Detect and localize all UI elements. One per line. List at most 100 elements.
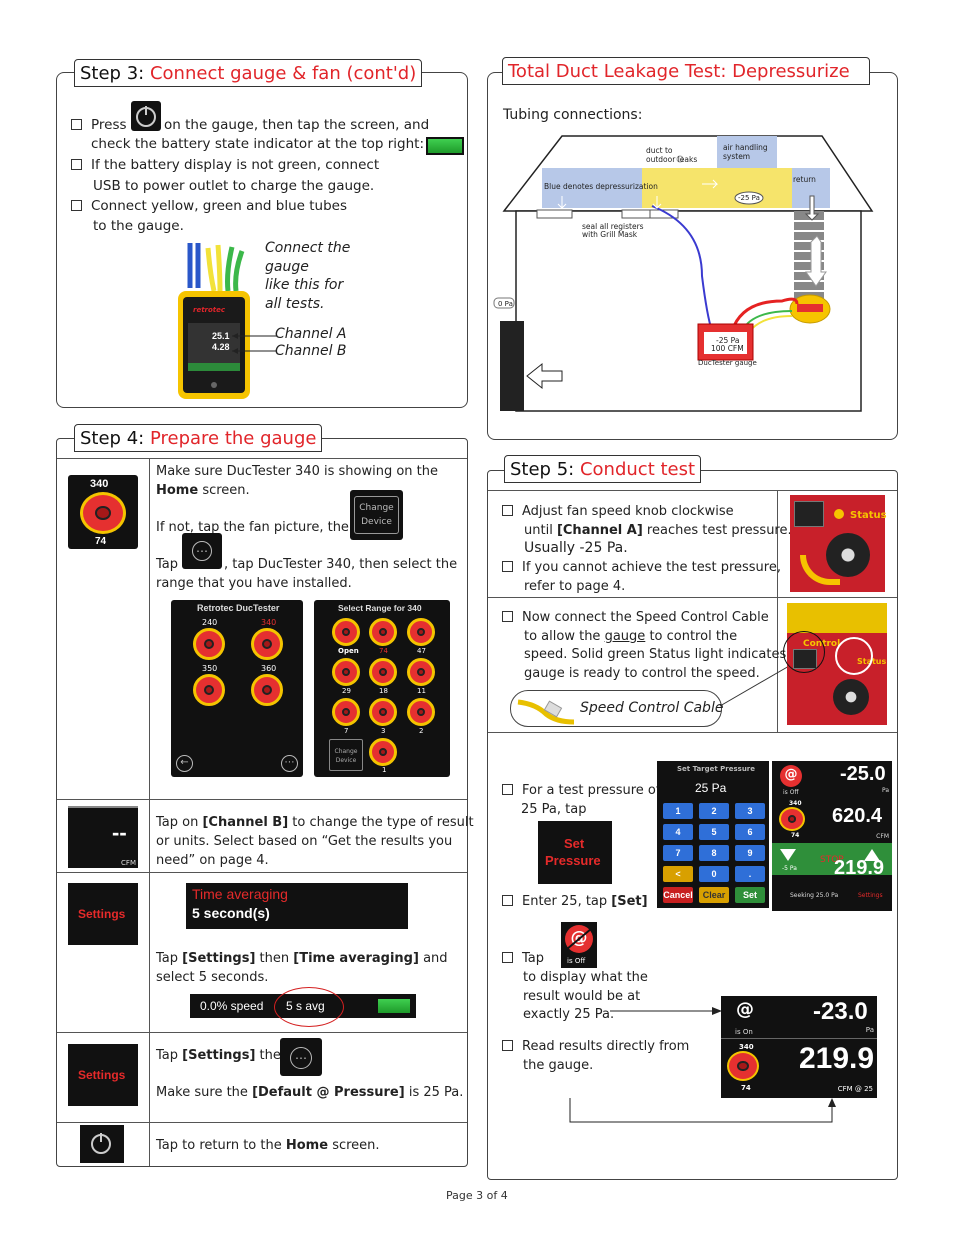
diagram-label: duct to (646, 146, 673, 155)
diagram-label: Blue denotes depressurization (544, 182, 658, 191)
keypad-key[interactable]: 8 (699, 845, 729, 861)
house-diagram (493, 135, 874, 412)
step5-text: until [Channel A] reaches test pressure. (524, 523, 792, 538)
keypad-key[interactable]: Cancel (663, 887, 693, 903)
step4-panel (56, 438, 468, 1167)
result-screen: @ is On -23.0 Pa 340 74 219.9 CFM @ 25 (721, 996, 877, 1098)
step4-text: Tap (156, 557, 179, 572)
step4-text: select 5 seconds. (156, 970, 269, 985)
gauge-brand-logo: retrotec (193, 306, 226, 314)
step4-text: Make sure the [Default @ Pressure] is 25… (156, 1085, 464, 1100)
step4-text: Home screen. (156, 483, 250, 498)
select-range-screen: Select Range for 340 Open 74 47 29 18 11… (314, 600, 450, 777)
highlight-circle (274, 987, 344, 1027)
diagram-label: DucTester gauge (698, 359, 757, 367)
step4-text: Tap [Settings] then [Time averaging] and (156, 951, 448, 966)
step5-text: gauge is ready to control the speed. (524, 666, 760, 681)
step5-text: Read results directly from (502, 1037, 689, 1056)
menu-dots-button[interactable]: ⋯ (182, 533, 222, 569)
at-icon: @ (736, 999, 754, 1020)
keypad-key[interactable]: 5 (699, 824, 729, 840)
tubing-label: Tubing connections: (503, 107, 643, 123)
step4-text: Make sure DucTester 340 is showing on th… (156, 464, 439, 479)
step5-text: to display what the (523, 970, 648, 985)
step4-text: Tap [Settings] then (156, 1048, 290, 1063)
step5-text: Now connect the Speed Control Cable (502, 608, 769, 627)
step5-text: to allow the gauge to control the (524, 629, 738, 644)
keypad-key[interactable]: 9 (735, 845, 765, 861)
step5-text: Enter 25, tap [Set] (502, 892, 648, 911)
step5-tab: Step 5: Conduct test (504, 455, 702, 483)
step5-text: the gauge. (523, 1058, 594, 1073)
battery-indicator-icon (426, 137, 464, 155)
step3-text: If the battery display is not green, con… (71, 156, 379, 175)
step3-press-line: Press (71, 116, 127, 135)
step4-text: Tap on [Channel B] to change the type of… (156, 815, 474, 830)
step5-text: Tap (502, 949, 544, 968)
step4-text: Tap to return to the Home screen. (156, 1138, 380, 1153)
step3-text: USB to power outlet to charge the gauge. (93, 178, 375, 194)
settings-button[interactable]: Settings (68, 883, 138, 945)
time-averaging-menu[interactable]: Time averaging 5 second(s) (186, 883, 408, 929)
step5-text: 25 Pa, tap (521, 802, 587, 817)
callout-line (719, 661, 797, 707)
keypad-key[interactable]: 6 (735, 824, 765, 840)
step3-tab: Step 3: Connect gauge & fan (cont'd) (74, 59, 423, 87)
cable-caption: Speed Control Cable (580, 700, 724, 716)
diagram-label: with Grill Mask (582, 230, 638, 239)
diagram-label: return (793, 175, 816, 184)
keypad-key[interactable]: 0 (699, 866, 729, 882)
channel-a-label: Channel A (275, 326, 347, 342)
diagram-label: 0 Pa (498, 300, 513, 308)
diagram-label: -25 Pa (716, 336, 740, 345)
keypad-key[interactable]: . (735, 866, 765, 882)
keypad-key[interactable]: < (663, 866, 693, 882)
step4-text: , tap DucTester 340, then select the (224, 557, 458, 572)
diagram-label: air handling (723, 143, 768, 152)
step4-text: If not, tap the fan picture, then (156, 520, 358, 535)
keypad-key[interactable]: 3 (735, 803, 765, 819)
step5-text: refer to page 4. (524, 579, 626, 594)
keypad-key[interactable]: 4 (663, 824, 693, 840)
step5-text: If you cannot achieve the test pressure, (502, 558, 781, 577)
diagram-label: seal all registers (582, 222, 644, 231)
step3-text: to the gauge. (93, 218, 184, 234)
step4-text: range that you have installed. (156, 576, 352, 591)
menu-dots-button[interactable]: ⋯ (280, 1038, 322, 1076)
step5-text: speed. Solid green Status light indicate… (524, 647, 787, 662)
step5-text: Usually -25 Pa. (524, 540, 628, 556)
step4-text: need” on page 4. (156, 853, 269, 868)
cable-icon (517, 699, 575, 725)
home-power-button[interactable] (80, 1125, 124, 1163)
arrow-right (610, 1007, 722, 1015)
at-pressure-button[interactable]: @ is Off (561, 922, 597, 968)
keypad-key[interactable]: Set (735, 887, 765, 903)
step5-text: result would be at (523, 989, 641, 1004)
settings-button[interactable]: Settings (68, 1044, 138, 1106)
keypad-key[interactable]: 1 (663, 803, 693, 819)
channel-arrows (232, 333, 277, 354)
page-number: Page 3 of 4 (446, 1189, 508, 1202)
keypad-key[interactable]: 7 (663, 845, 693, 861)
keypad-key[interactable]: 2 (699, 803, 729, 819)
checkbox (71, 119, 82, 130)
fan-tile-icon: 340 74 (68, 475, 138, 549)
gauge-photo (178, 243, 250, 399)
speed-control-photo: Control Status (783, 603, 887, 725)
ductester-select-screen: Retrotec DucTester 240 340 350 360 ← ⋯ (171, 600, 303, 777)
step5-text: For a test pressure of (502, 781, 660, 800)
keypad-key[interactable]: Clear (699, 887, 729, 903)
channel-b-tile[interactable]: -- CFM (68, 806, 138, 868)
diagram-label: system (723, 152, 751, 161)
step3-text: on the gauge, then tap the screen, and (164, 117, 430, 133)
speed-control-cable-callout (510, 690, 722, 727)
channel-b-label: Channel B (275, 343, 347, 359)
gauge-value-a: 25.1 (212, 331, 230, 341)
gauge-caption: Connect the gauge like this for all test… (265, 240, 351, 312)
step3-text: Connect yellow, green and blue tubes (71, 197, 347, 216)
power-button-icon (131, 101, 161, 131)
set-pressure-button[interactable]: Set Pressure (538, 821, 612, 884)
step3-panel (56, 72, 468, 408)
